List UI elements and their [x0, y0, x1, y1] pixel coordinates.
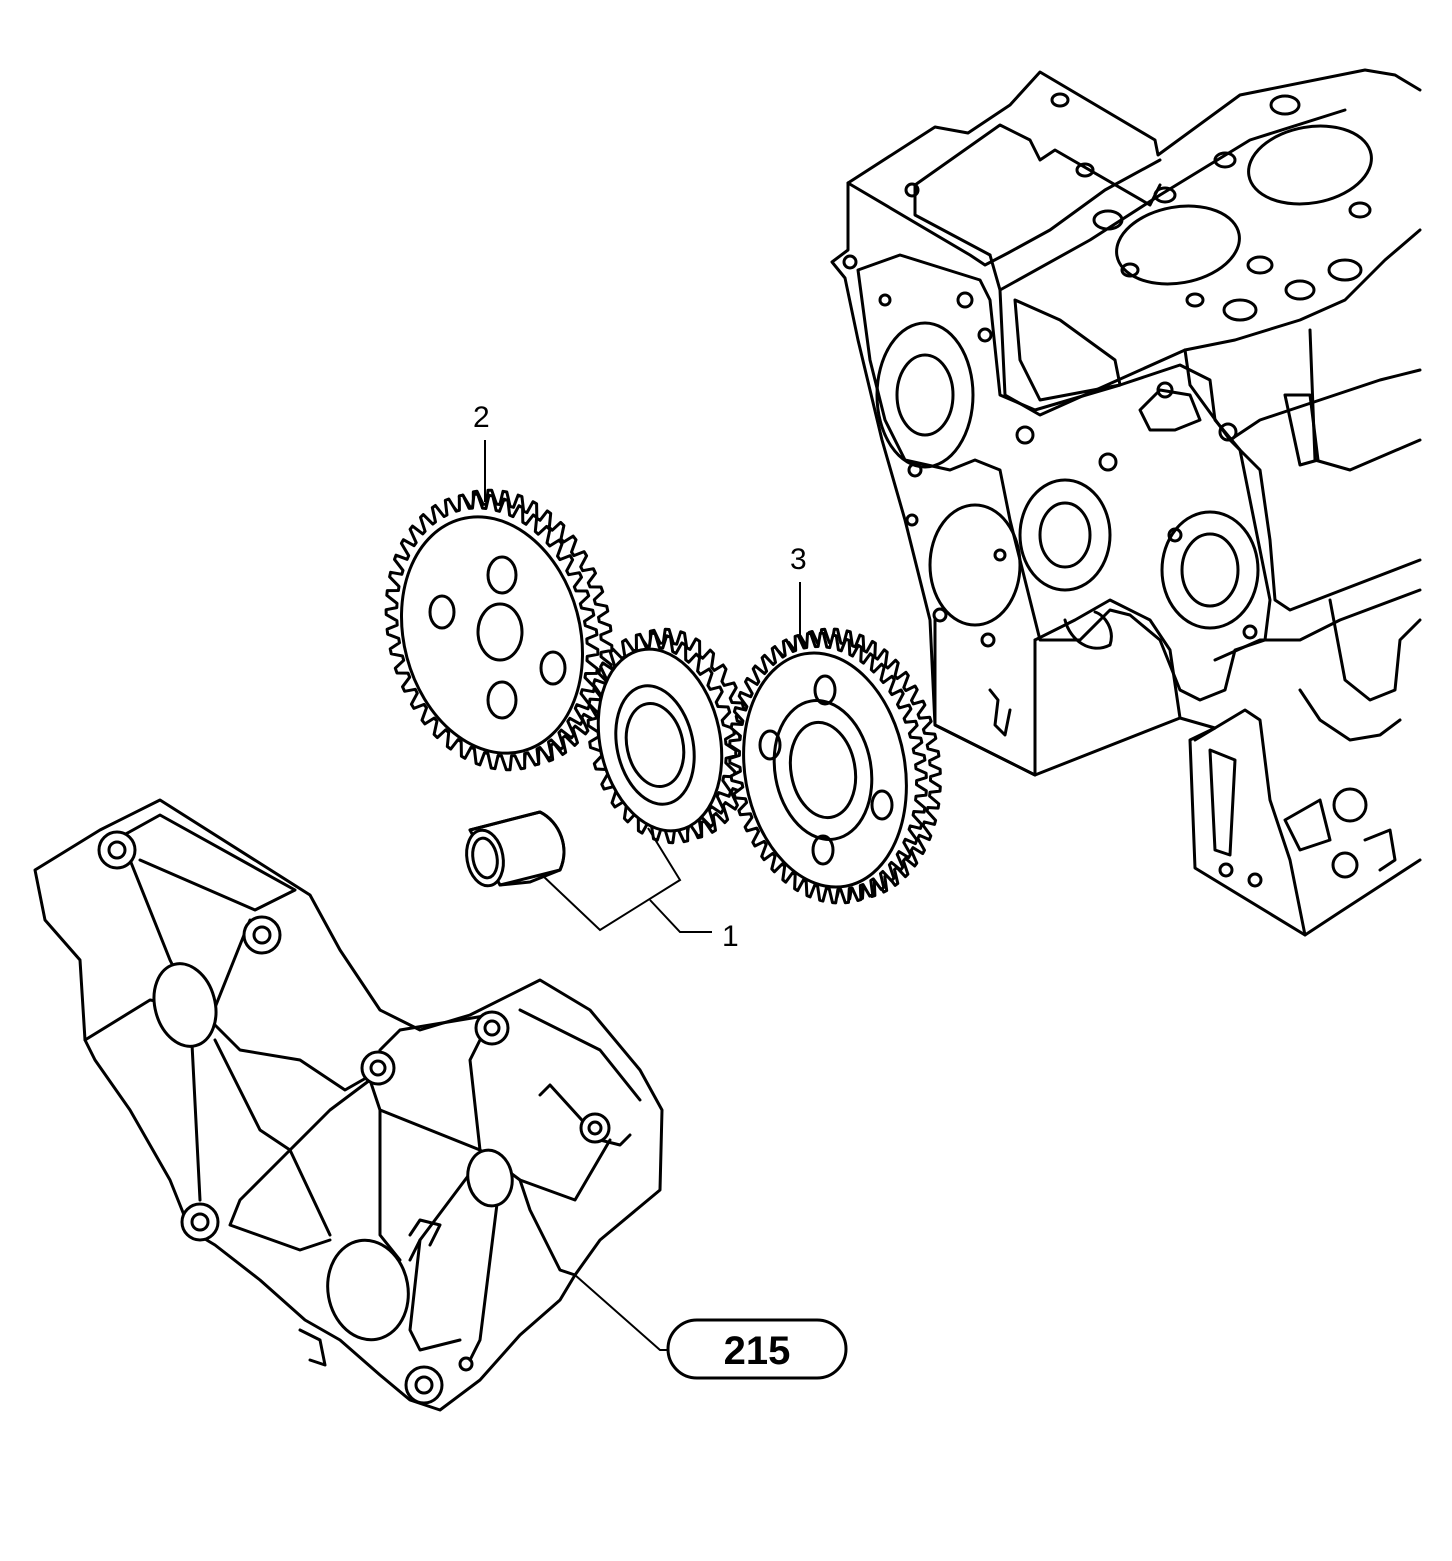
- reference-label: 215: [724, 1329, 791, 1373]
- callout-2: 2: [473, 401, 490, 502]
- timing-gear-cover: [33, 798, 664, 1412]
- callout-1-label: 1: [722, 920, 739, 953]
- bushing: [465, 810, 566, 888]
- callout-3: 3: [790, 543, 807, 645]
- reference-badge[interactable]: [666, 1318, 848, 1380]
- idler-gear: [586, 627, 752, 845]
- callout-2-label: 2: [473, 401, 490, 434]
- reference-215: 215: [574, 1274, 848, 1380]
- engine-block: [830, 68, 1422, 937]
- callout-1: 1: [541, 827, 739, 953]
- camshaft-gear: [384, 488, 614, 772]
- callout-3-label: 3: [790, 543, 807, 576]
- pump-gear: [728, 627, 942, 905]
